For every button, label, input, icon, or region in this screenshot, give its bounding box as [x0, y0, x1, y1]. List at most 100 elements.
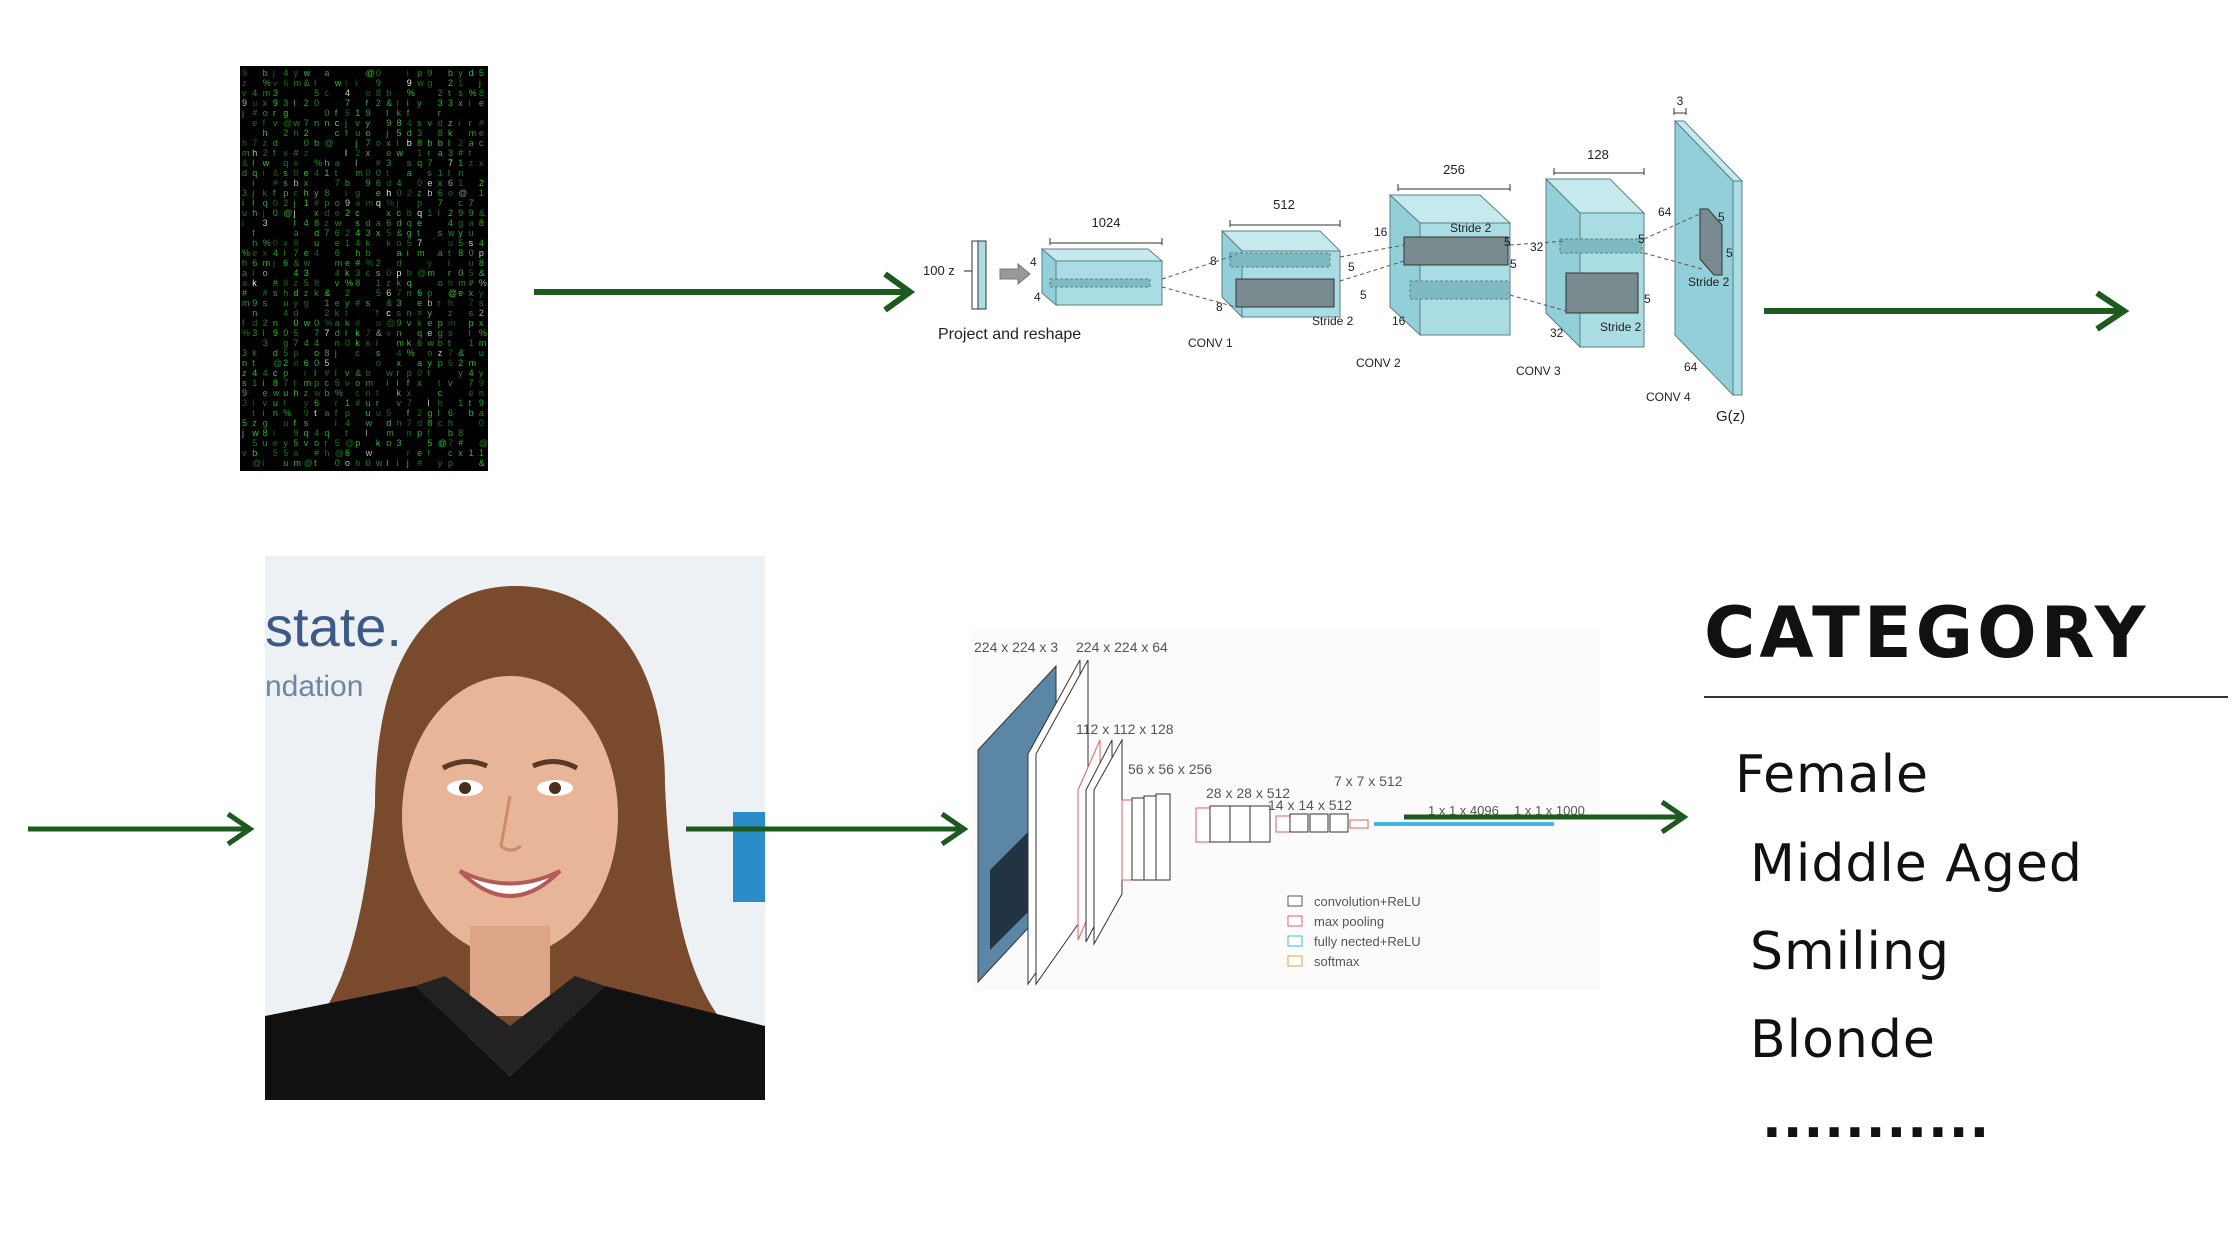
svg-text:b: b [294, 178, 299, 188]
svg-text:0: 0 [386, 268, 391, 278]
svg-text:c: c [355, 388, 360, 398]
svg-text:%: % [263, 78, 271, 88]
svg-text:u: u [448, 238, 453, 248]
svg-text:x: x [263, 248, 268, 258]
svg-text:t: t [469, 148, 472, 158]
svg-text:7: 7 [448, 438, 453, 448]
svg-text:k: k [397, 278, 402, 288]
svg-text:d: d [397, 258, 402, 268]
svg-text:2: 2 [345, 208, 350, 218]
svg-text:8: 8 [273, 378, 278, 388]
svg-text:8: 8 [283, 278, 288, 288]
svg-text:n: n [273, 408, 278, 418]
svg-text:5: 5 [345, 108, 350, 118]
svg-text:m: m [448, 318, 456, 328]
svg-text:c: c [273, 368, 278, 378]
svg-text:1: 1 [324, 298, 329, 308]
svg-text:4: 4 [263, 368, 268, 378]
svg-text:3: 3 [252, 328, 257, 338]
svg-text:6: 6 [417, 288, 422, 298]
svg-text:8: 8 [1216, 300, 1223, 314]
svg-text:6: 6 [283, 258, 288, 268]
svg-text:m: m [397, 338, 405, 348]
svg-text:2: 2 [283, 358, 288, 368]
svg-text:p: p [417, 428, 422, 438]
svg-text:7: 7 [448, 158, 453, 168]
svg-text:z: z [438, 348, 443, 358]
svg-text:4: 4 [314, 168, 319, 178]
svg-text:4: 4 [335, 268, 340, 278]
layer-block-128: 128 32 32 5 5 Stride 2 CONV 3 [1509, 147, 1651, 378]
svg-text:%: % [345, 278, 353, 288]
svg-text:2: 2 [283, 128, 288, 138]
svg-text:5: 5 [1510, 257, 1517, 271]
svg-text:j: j [344, 118, 347, 128]
svg-text:6: 6 [304, 358, 309, 368]
svg-text:%: % [366, 258, 374, 268]
svg-text:4: 4 [397, 348, 402, 358]
svg-text:w: w [313, 388, 321, 398]
svg-text:t: t [427, 368, 430, 378]
svg-text:5: 5 [1360, 288, 1367, 302]
svg-text:e: e [417, 448, 422, 458]
svg-text:l: l [438, 208, 440, 218]
svg-text:x: x [458, 448, 463, 458]
svg-text:h: h [324, 448, 329, 458]
svg-text:j: j [272, 258, 275, 268]
svg-text:b: b [386, 88, 391, 98]
svg-text:z: z [324, 218, 329, 228]
svg-text:224 x 224 x 3: 224 x 224 x 3 [974, 639, 1058, 655]
svg-text:2: 2 [479, 308, 484, 318]
svg-text:e: e [252, 118, 257, 128]
svg-text:Stride 2: Stride 2 [1312, 314, 1354, 328]
svg-text:6: 6 [335, 248, 340, 258]
svg-text:m: m [304, 378, 312, 388]
svg-text:t: t [438, 378, 441, 388]
svg-text:CONV 3: CONV 3 [1516, 364, 1561, 378]
svg-text:k: k [263, 188, 268, 198]
svg-text:t: t [294, 378, 297, 388]
svg-text:5: 5 [283, 448, 288, 458]
svg-text:4: 4 [1030, 255, 1037, 269]
svg-text:#: # [252, 108, 257, 118]
arrow-right-icon [1404, 799, 1689, 835]
layer-block-512: 512 8 8 5 5 Stride 2 CONV 1 [1161, 197, 1367, 350]
svg-text:8: 8 [479, 88, 484, 98]
svg-text:r: r [469, 118, 472, 128]
svg-text:8: 8 [1210, 254, 1217, 268]
svg-text:l: l [252, 268, 254, 278]
svg-text:0: 0 [314, 318, 319, 328]
svg-text:y: y [314, 188, 319, 198]
svg-text:k: k [314, 288, 319, 298]
svg-text:j: j [293, 208, 296, 218]
svg-text:o: o [294, 358, 299, 368]
svg-text:p: p [479, 248, 484, 258]
svg-text:l: l [448, 258, 450, 268]
svg-text:7: 7 [294, 338, 299, 348]
svg-text:5: 5 [479, 68, 484, 78]
svg-text:o: o [397, 238, 402, 248]
svg-text:a: a [438, 148, 443, 158]
svg-text:m: m [427, 268, 435, 278]
svg-text:v: v [448, 378, 453, 388]
svg-text:#: # [324, 368, 329, 378]
input-vector-bar [971, 240, 979, 310]
svg-text:d: d [407, 128, 412, 138]
svg-text:3: 3 [355, 268, 360, 278]
svg-text:w: w [385, 368, 393, 378]
svg-text:r: r [438, 298, 441, 308]
svg-text:9: 9 [273, 328, 278, 338]
svg-text:n: n [458, 168, 463, 178]
svg-text:y: y [427, 308, 432, 318]
svg-text:5: 5 [324, 358, 329, 368]
svg-text:#: # [242, 288, 247, 298]
svg-text:f: f [273, 148, 276, 158]
svg-text:m: m [355, 168, 363, 178]
svg-text:e: e [304, 248, 309, 258]
svg-text:o: o [345, 458, 350, 468]
svg-text:a: a [242, 268, 247, 278]
svg-text:l: l [345, 148, 347, 158]
svg-text:j: j [334, 348, 337, 358]
arrow-right-icon [28, 811, 255, 847]
svg-text:w: w [416, 78, 424, 88]
